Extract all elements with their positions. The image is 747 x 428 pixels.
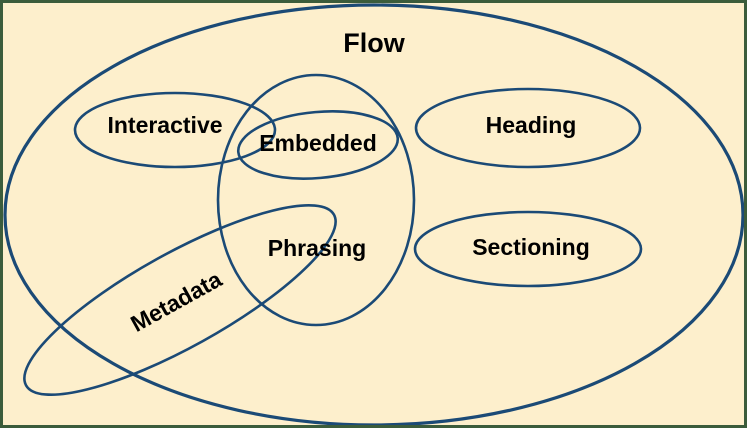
set-label-phrasing: Phrasing xyxy=(268,235,366,261)
set-ellipse-heading[interactable] xyxy=(414,87,642,169)
set-ellipse-metadata[interactable] xyxy=(3,174,356,427)
set-label-flow: Flow xyxy=(343,28,405,58)
set-ellipse-interactive[interactable] xyxy=(73,91,277,169)
set-label-interactive: Interactive xyxy=(107,112,222,138)
set-label-sectioning: Sectioning xyxy=(472,234,590,260)
set-ellipse-phrasing[interactable] xyxy=(216,73,416,327)
set-ellipse-sectioning[interactable] xyxy=(413,210,643,288)
set-label-embedded: Embedded xyxy=(259,130,377,156)
set-label-heading: Heading xyxy=(486,112,577,138)
set-ellipse-embedded[interactable] xyxy=(235,105,400,185)
